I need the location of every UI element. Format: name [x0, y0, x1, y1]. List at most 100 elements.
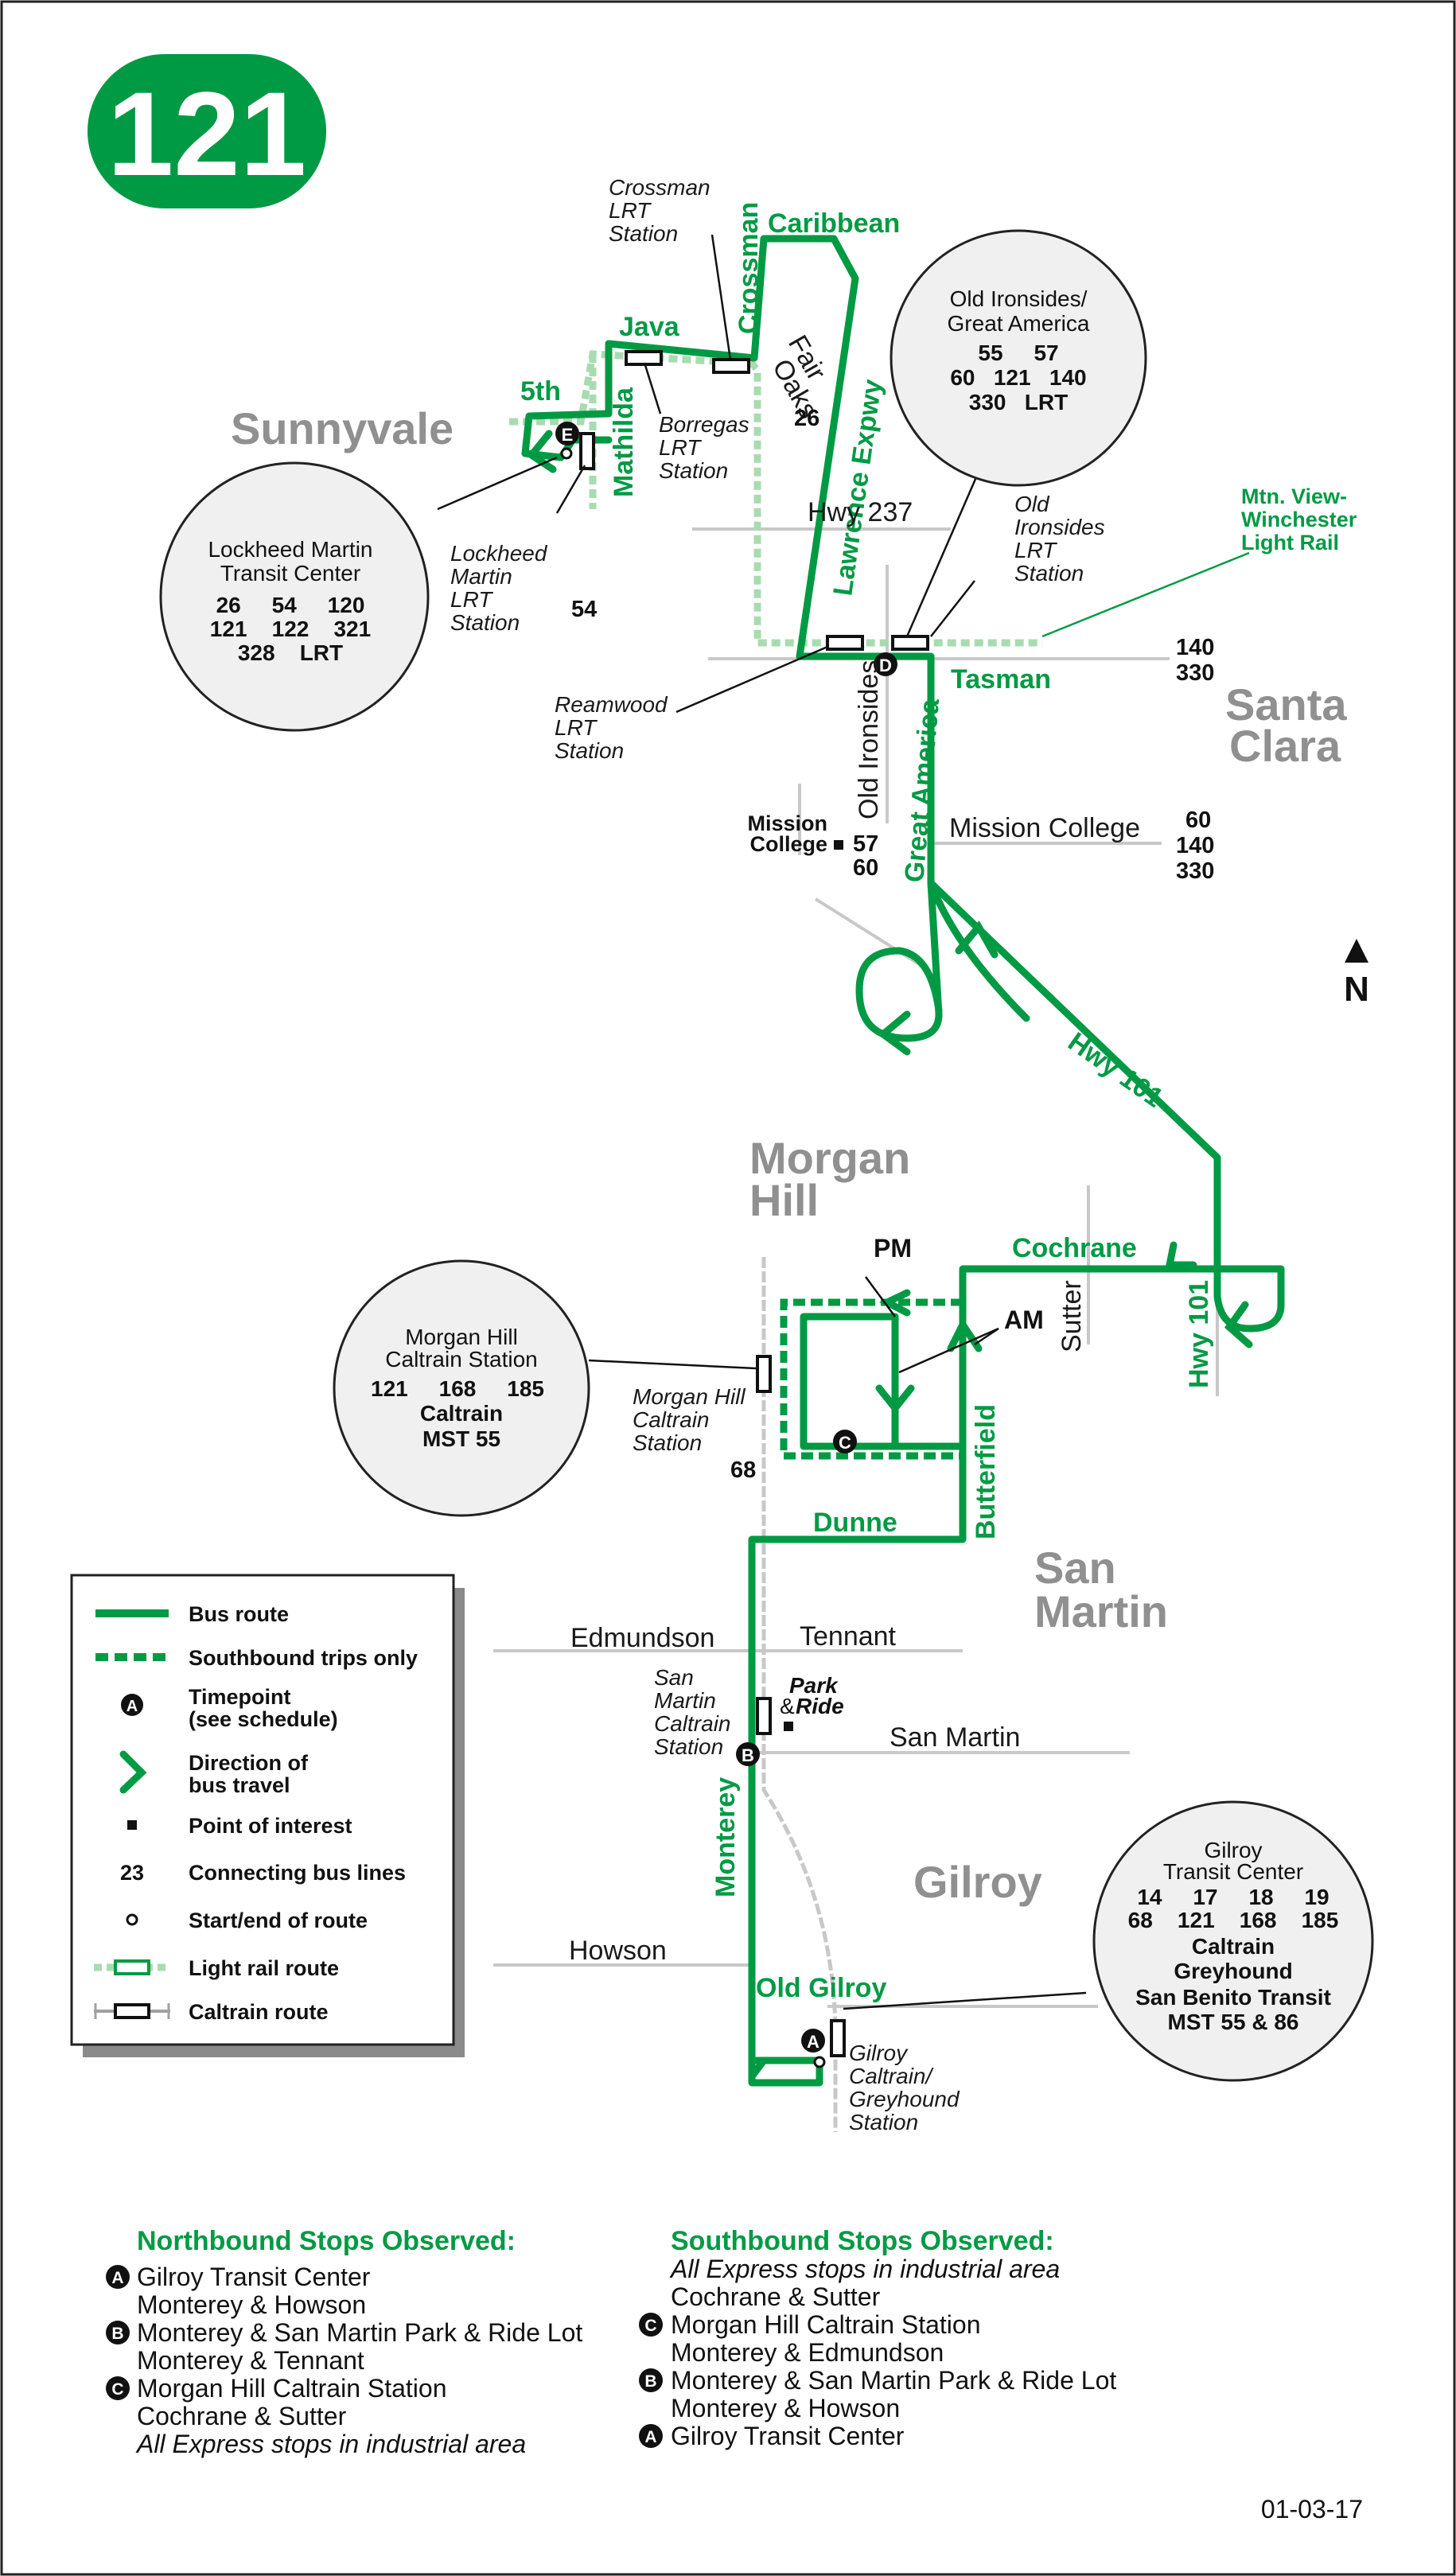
svg-text:Station: Station: [555, 738, 624, 763]
city-gilroy: Gilroy: [913, 1857, 1042, 1907]
svg-text:Greyhound: Greyhound: [1174, 1959, 1292, 1983]
street-monterey: Monterey: [710, 1777, 741, 1897]
stop-item: Monterey & Tennant: [137, 2346, 364, 2375]
conn-68: 68: [730, 1457, 756, 1483]
svg-text:Caltrain: Caltrain: [633, 1407, 709, 1432]
street-san-martin-label: San Martin: [890, 1722, 1020, 1753]
leader-lines: [437, 234, 1250, 2010]
street-tasman: Tasman: [951, 664, 1051, 695]
street-mission-college-label: Mission College: [949, 813, 1140, 843]
san-martin-station-marker: [756, 1697, 772, 1735]
svg-text:San: San: [654, 1665, 694, 1690]
timepoint-letter: B: [644, 2372, 656, 2391]
conn-57: 57: [853, 831, 878, 857]
svg-text:Caltrain Station: Caltrain Station: [385, 1347, 537, 1372]
street-old-ironsides-label: Old Ironsides: [854, 660, 884, 819]
svg-text:330 LRT: 330 LRT: [969, 390, 1068, 414]
city-morgan-hill-1: Morgan: [749, 1133, 910, 1183]
svg-text:Old Ironsides/: Old Ironsides/: [950, 286, 1088, 311]
lockheed-station-marker: [579, 432, 595, 470]
conn-330b: 330: [1176, 858, 1214, 884]
svg-text:Station: Station: [450, 610, 520, 635]
stop-item: Morgan Hill Caltrain Station: [137, 2374, 447, 2403]
timepoint-e: E: [555, 422, 579, 446]
timepoint-c: C: [833, 1430, 857, 1453]
street-edmundson-label: Edmundson: [570, 1623, 714, 1653]
timepoint-badge: [639, 2313, 663, 2337]
conn-54: 54: [571, 597, 597, 622]
svg-text:San Benito Transit: San Benito Transit: [1135, 1985, 1331, 2010]
svg-text:(see schedule): (see schedule): [189, 1707, 338, 1731]
city-san-martin-2: Martin: [1034, 1586, 1168, 1636]
svg-text:60 121 140: 60 121 140: [950, 365, 1086, 390]
stop-item: Gilroy Transit Center: [671, 2422, 905, 2450]
city-san-martin-1: San: [1034, 1543, 1116, 1593]
city-morgan-hill-2: Hill: [749, 1175, 819, 1225]
stop-item: Morgan Hill Caltrain Station: [671, 2310, 981, 2339]
stop-item: Monterey & San Martin Park & Ride Lot: [137, 2318, 582, 2347]
svg-text:Station: Station: [633, 1430, 702, 1455]
svg-text:Timepoint: Timepoint: [189, 1685, 291, 1709]
mission-college-poi-marker: [834, 840, 843, 850]
revision-date: 01-03-17: [1261, 2495, 1363, 2523]
morgan-hill-station-marker: [756, 1355, 772, 1393]
park-ride-label: Park & Ride: [780, 1673, 844, 1718]
direction-chevron-icon: [875, 1384, 915, 1414]
street-cochrane: Cochrane: [1012, 1233, 1137, 1263]
svg-text:Ride: Ride: [796, 1694, 844, 1718]
street-hwy237-label: Hwy 237: [808, 497, 913, 527]
svg-text:Southbound Stops Observed:: Southbound Stops Observed:: [671, 2226, 1054, 2256]
street-old-gilroy: Old Gilroy: [756, 1973, 886, 2003]
bubble-lockheed: Lockheed Martin Transit Center 26 54 120…: [159, 461, 430, 732]
station-label-reamwood: Reamwood LRT Station: [555, 692, 668, 763]
street-howson-label: Howson: [569, 1936, 667, 1966]
old-ironsides-station-marker: [891, 635, 929, 651]
street-hwy101-south: Hwy 101: [1184, 1280, 1214, 1388]
svg-text:Gilroy: Gilroy: [849, 2041, 909, 2065]
timepoint-a: A: [801, 2029, 825, 2053]
svg-text:Station: Station: [849, 2110, 918, 2134]
stop-item: Cochrane & Sutter: [137, 2402, 347, 2430]
street-butterfield: Butterfield: [971, 1404, 1001, 1539]
conn-26: 26: [794, 406, 819, 431]
stop-item: Monterey & Edmundson: [671, 2338, 944, 2367]
am-label: AM: [1004, 1306, 1044, 1334]
street-caribbean: Caribbean: [768, 208, 900, 239]
route-number: 121: [107, 67, 306, 200]
timepoint-badge: [106, 2321, 130, 2344]
timepoint-d: D: [874, 652, 897, 676]
station-label-mtn-view: Mtn. View- Winchester Light Rail: [1241, 484, 1357, 555]
timepoint-letter: A: [111, 2269, 123, 2287]
street-fifth: 5th: [520, 376, 561, 407]
timepoint-badge: [106, 2265, 130, 2289]
svg-text:Station: Station: [654, 1734, 723, 1759]
svg-text:bus travel: bus travel: [189, 1773, 290, 1797]
svg-text:LRT: LRT: [1014, 538, 1057, 562]
timepoint-badge: [639, 2424, 663, 2448]
direction-chevron-icon: [1165, 1241, 1197, 1269]
svg-text:Borregas: Borregas: [659, 412, 749, 437]
svg-text:Lockheed Martin: Lockheed Martin: [208, 537, 372, 562]
svg-text:Great America: Great America: [948, 311, 1090, 336]
svg-text:Light Rail: Light Rail: [1241, 531, 1339, 555]
timepoint-letter: C: [111, 2380, 123, 2399]
street-tennant-label: Tennant: [800, 1621, 897, 1652]
stop-item: Monterey & Howson: [137, 2290, 366, 2319]
timepoint-letter: A: [644, 2428, 656, 2446]
svg-text:26 54 120: 26 54 120: [216, 593, 365, 617]
stop-item: Cochrane & Sutter: [671, 2282, 881, 2311]
svg-text:Point of interest: Point of interest: [189, 1814, 352, 1838]
svg-text:Martin: Martin: [654, 1688, 716, 1713]
svg-text:Transit Center: Transit Center: [220, 561, 360, 586]
station-markers: [579, 350, 929, 2057]
start-end-circle: [813, 2056, 826, 2068]
direction-chevron-icon: [526, 430, 557, 473]
direction-chevron-icon: [878, 1289, 911, 1317]
station-label-crossman: Crossman LRT Station: [609, 175, 710, 246]
stop-item: All Express stops in industrial area: [669, 2255, 1060, 2283]
caltrain-track: [761, 1257, 838, 2132]
svg-text:Mtn. View-: Mtn. View-: [1241, 484, 1347, 508]
street-great-america: Great America: [899, 697, 945, 884]
svg-text:23: 23: [120, 1861, 144, 1885]
conn-330: 330: [1176, 660, 1214, 686]
